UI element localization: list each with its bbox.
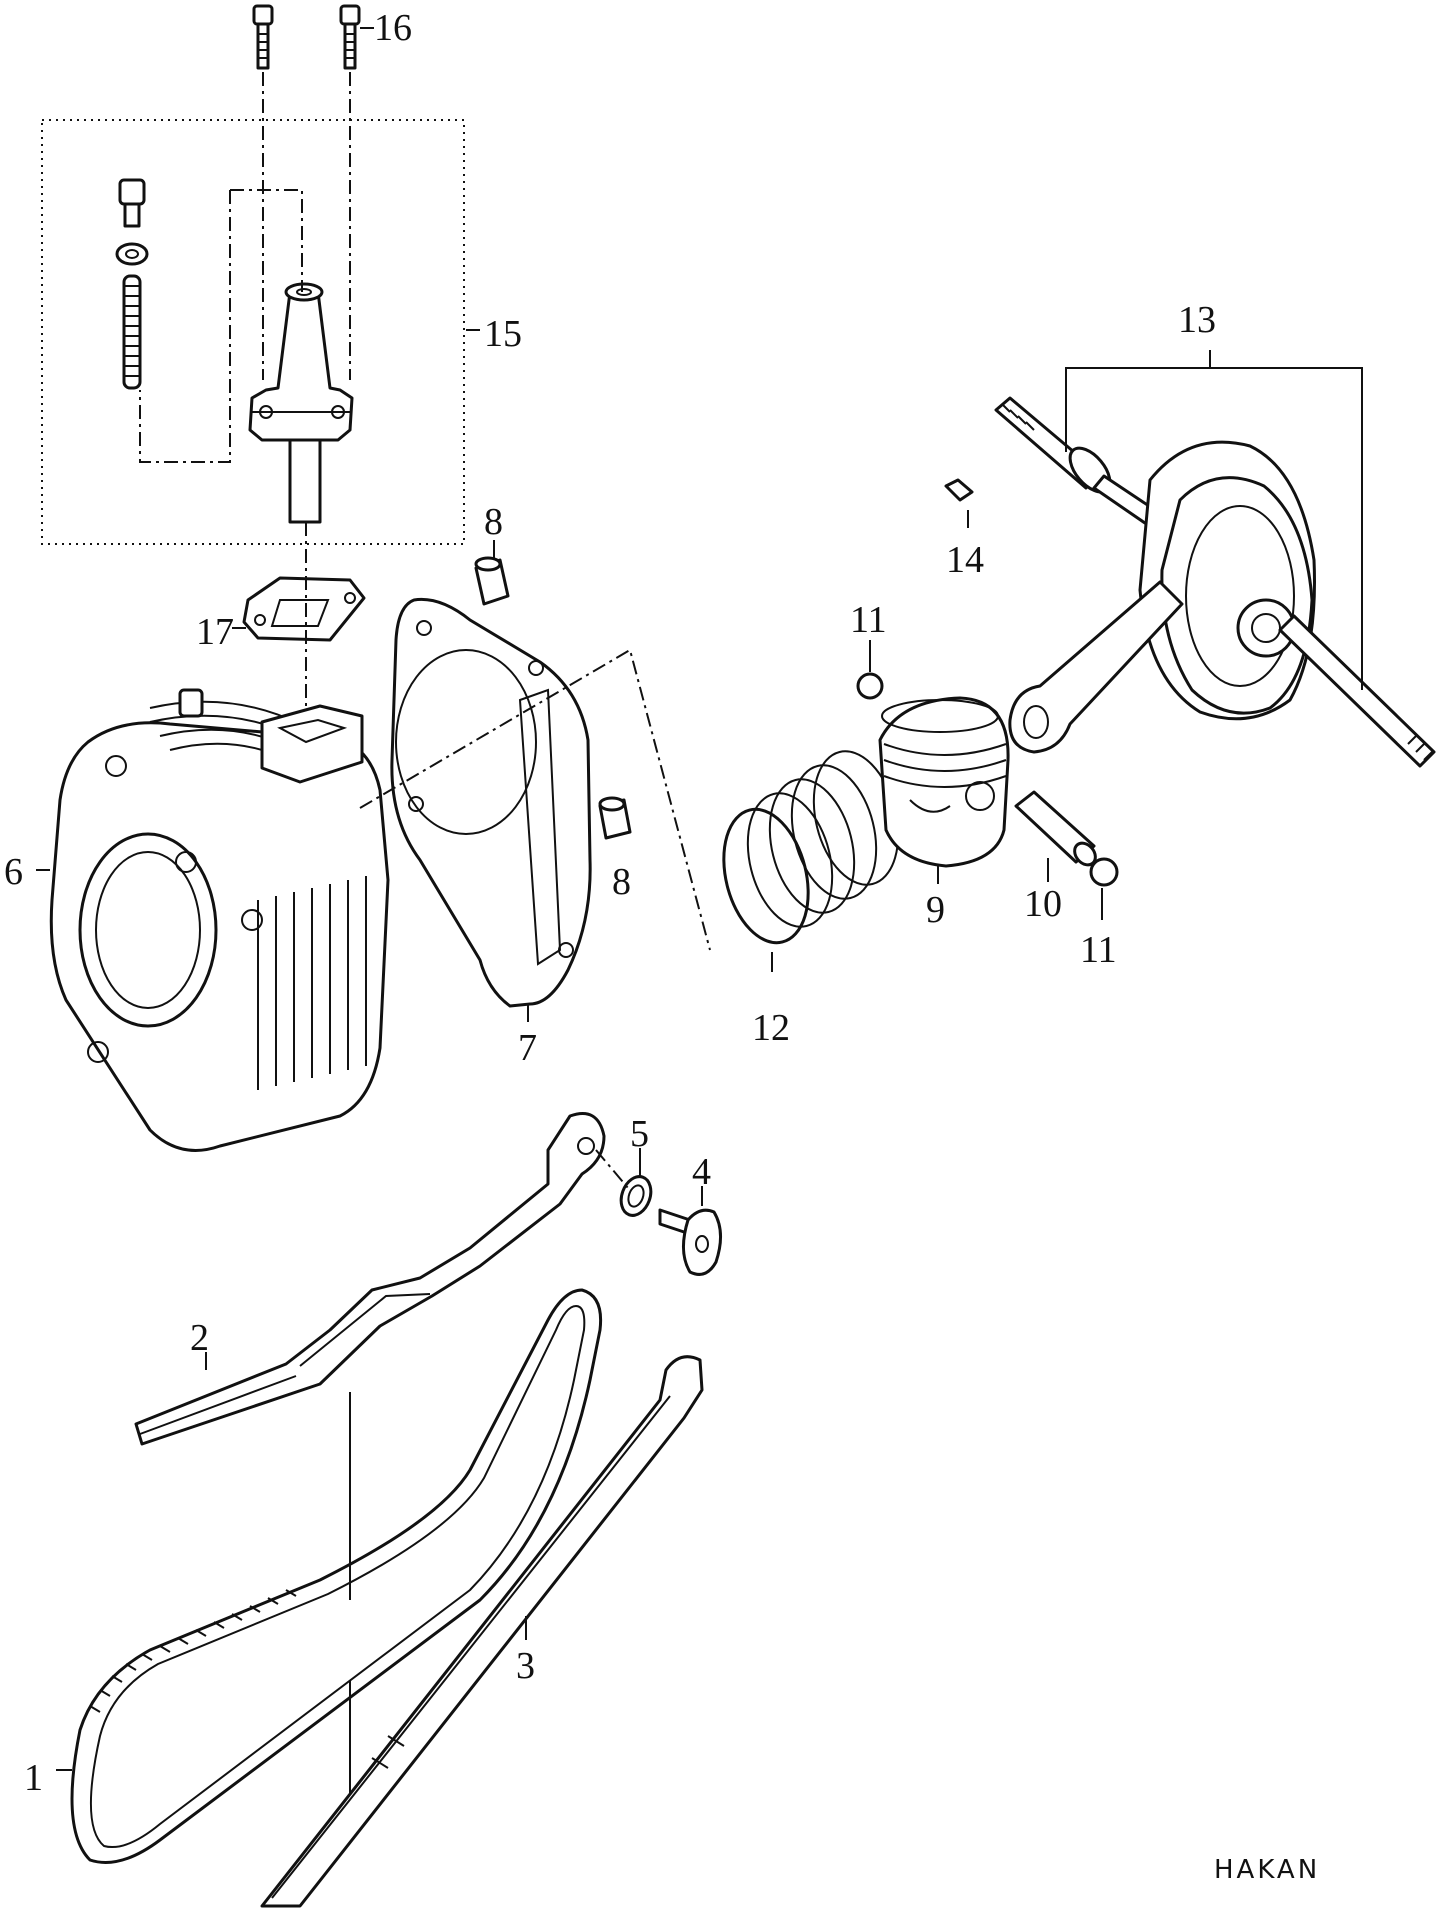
label-part-8-lower: 8 (612, 861, 631, 903)
label-part-11-lower: 11 (1080, 929, 1117, 971)
label-part-12: 12 (752, 1007, 790, 1049)
part-3-chain-guide (260, 1355, 704, 1908)
label-part-6: 6 (4, 851, 23, 893)
label-part-7: 7 (518, 1027, 537, 1069)
part-11-circlip-lower (1089, 857, 1119, 887)
part-11-circlip-upper (856, 672, 884, 700)
label-part-16: 16 (374, 7, 412, 49)
part-9-piston (878, 696, 1010, 868)
part-10-piston-pin (1014, 790, 1097, 867)
brand-text: HAKAN (1214, 1855, 1320, 1885)
part-1-cam-chain (70, 1288, 603, 1864)
part-16-bolts (252, 4, 361, 70)
label-part-11-upper: 11 (850, 599, 887, 641)
label-part-3: 3 (516, 1645, 535, 1687)
part-4-pivot-bolt (658, 1208, 722, 1276)
label-part-1: 1 (24, 1757, 43, 1799)
part-13-crankshaft (994, 396, 1436, 768)
part-15-tensioner (115, 178, 354, 524)
label-part-10: 10 (1024, 883, 1062, 925)
label-part-5: 5 (630, 1113, 649, 1155)
label-part-2: 2 (190, 1317, 209, 1359)
label-part-4: 4 (692, 1151, 711, 1193)
label-part-9: 9 (926, 889, 945, 931)
part-5-washer (619, 1175, 653, 1217)
part-15-assembly-box (41, 119, 465, 545)
label-part-17: 17 (196, 611, 234, 653)
guide-line-15 (139, 189, 303, 463)
guide-line-5 (595, 1149, 629, 1189)
label-part-14: 14 (946, 539, 984, 581)
label-part-15: 15 (484, 313, 522, 355)
part-8-dowel-pin-lower (598, 796, 632, 840)
part-6-cylinder (49, 688, 390, 1152)
guide-line-16 (262, 72, 351, 380)
leader-13-bracket (1065, 350, 1363, 690)
part-2-tensioner-slipper (134, 1112, 606, 1446)
part-14-key (944, 478, 974, 502)
part-17-gasket (242, 576, 366, 642)
part-7-head-gasket (390, 597, 592, 1008)
label-part-13: 13 (1178, 299, 1216, 341)
label-part-8-upper: 8 (484, 501, 503, 543)
part-labels: 1 2 3 4 5 6 7 8 8 9 10 11 11 12 13 14 15… (4, 7, 1216, 1799)
guide-line-cylinder-axis (359, 648, 711, 951)
part-8-dowel-pin-upper (474, 556, 510, 606)
